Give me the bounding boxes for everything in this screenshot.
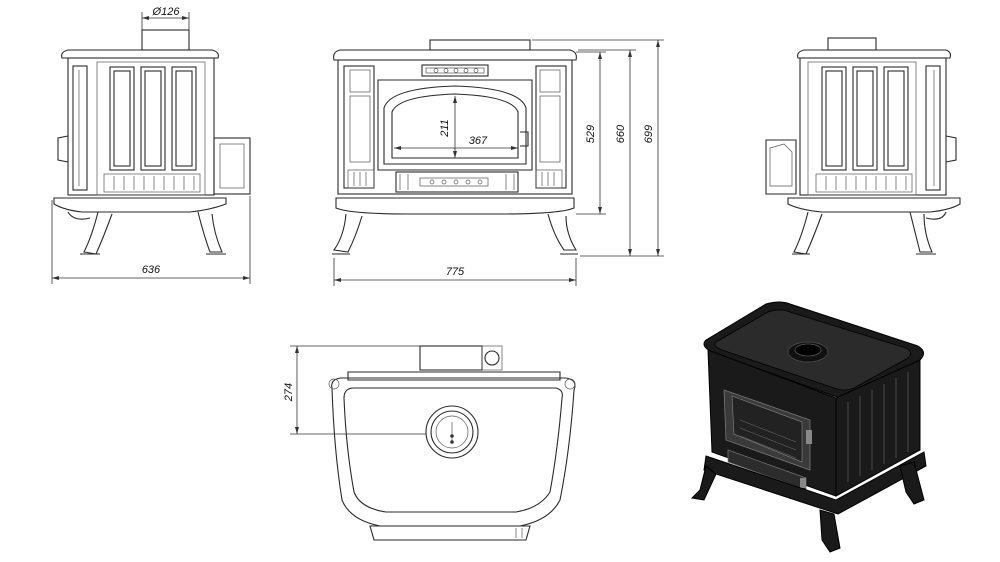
left-side-view (53, 29, 251, 255)
flue-diameter-label: Ø126 (152, 6, 181, 18)
height-to-top-label: 529 (585, 125, 597, 143)
right-side-view (765, 37, 961, 255)
top-view (328, 345, 576, 541)
side-depth-label: 636 (142, 264, 161, 276)
flue-offset-label: 274 (283, 383, 295, 402)
height-total-label: 660 (615, 124, 627, 143)
window-height-label: 211 (439, 119, 451, 138)
front-view (332, 39, 578, 255)
front-width-label: 775 (446, 266, 465, 278)
side-view-dimensions: Ø126 636 (51, 6, 251, 284)
height-to-flue-label: 699 (643, 125, 655, 143)
top-view-dimensions: 274 (283, 345, 426, 435)
front-view-dimensions: 211 367 775 529 660 699 (333, 39, 664, 286)
window-width-label: 367 (469, 135, 488, 147)
stove-3d-render (690, 301, 927, 553)
